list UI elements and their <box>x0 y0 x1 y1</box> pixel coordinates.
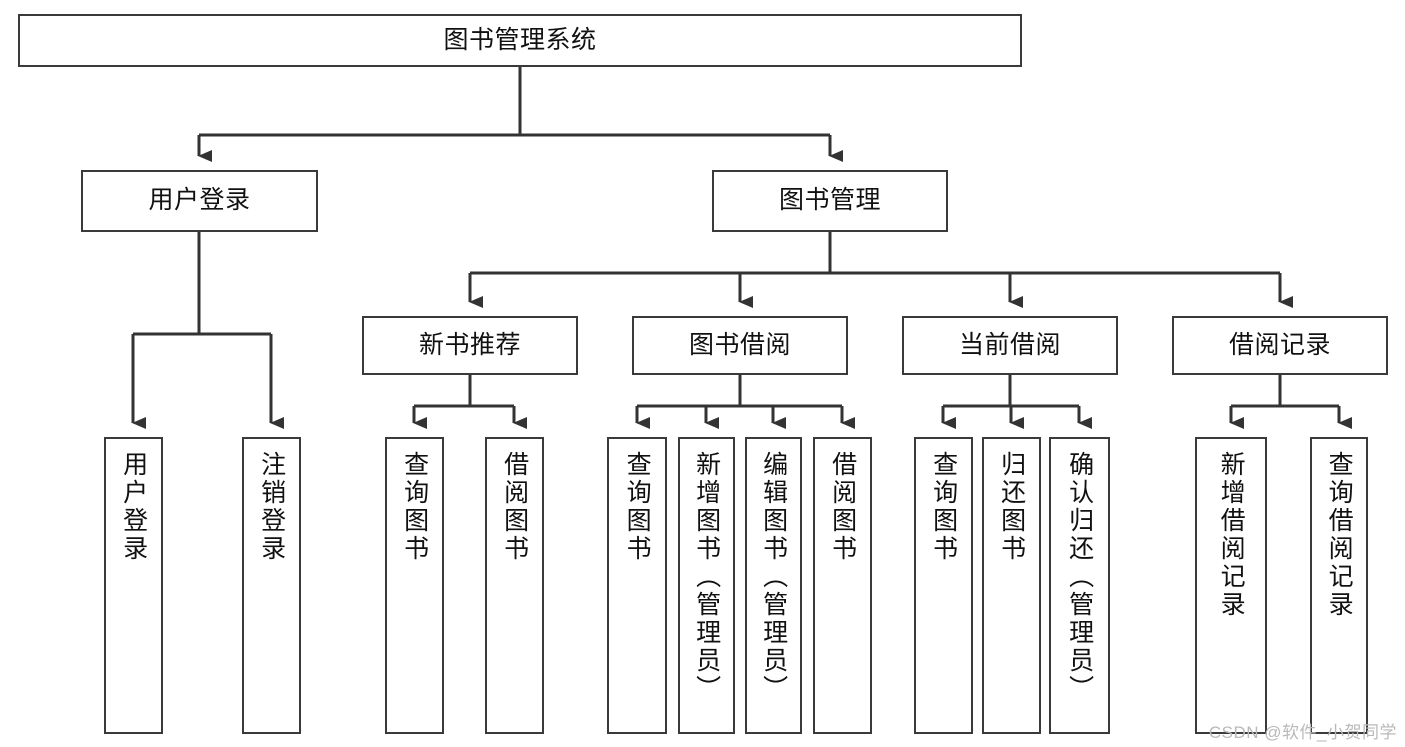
leaf-current-borrow-return[interactable]: 归还图书 <box>982 437 1041 734</box>
leaf-user-login-login[interactable]: 用户登录 <box>104 437 163 734</box>
node-label: 归还图书 <box>997 451 1026 563</box>
node-label: 新增借阅记录 <box>1217 451 1246 619</box>
node-label: 借阅记录 <box>1228 330 1331 359</box>
node-label: 查询图书 <box>929 451 958 563</box>
node-label: 借阅图书 <box>828 451 857 563</box>
leaf-new-book-query[interactable]: 查询图书 <box>385 437 444 734</box>
leaf-borrow-record-add[interactable]: 新增借阅记录 <box>1195 437 1267 734</box>
leaf-book-borrow-add-admin[interactable]: 新增图书（管理员） <box>678 437 735 734</box>
node-new-book-recommend[interactable]: 新书推荐 <box>362 316 578 375</box>
node-label: 查询图书 <box>623 451 652 563</box>
node-user-login[interactable]: 用户登录 <box>81 170 318 232</box>
node-borrow-record[interactable]: 借阅记录 <box>1172 316 1388 375</box>
leaf-new-book-borrow[interactable]: 借阅图书 <box>485 437 544 734</box>
leaf-book-borrow-query[interactable]: 查询图书 <box>607 437 667 734</box>
node-label: 图书管理系统 <box>443 25 597 54</box>
node-label: 用户登录 <box>148 186 251 215</box>
node-label: 新增图书（管理员） <box>692 451 721 703</box>
node-label: 图书管理 <box>778 186 881 215</box>
node-label: 用户登录 <box>119 451 148 563</box>
node-label: 图书借阅 <box>688 330 791 359</box>
node-label: 新书推荐 <box>418 330 521 359</box>
node-book-borrow[interactable]: 图书借阅 <box>632 316 848 375</box>
leaf-borrow-record-query[interactable]: 查询借阅记录 <box>1310 437 1368 734</box>
node-label: 借阅图书 <box>500 451 529 563</box>
node-label: 编辑图书（管理员） <box>759 451 788 703</box>
node-root-book-management-system[interactable]: 图书管理系统 <box>18 14 1022 67</box>
leaf-current-borrow-query[interactable]: 查询图书 <box>914 437 973 734</box>
node-book-management[interactable]: 图书管理 <box>712 170 948 232</box>
csdn-watermark: CSDN @软件_小贺同学 <box>1208 723 1397 742</box>
node-current-borrow[interactable]: 当前借阅 <box>902 316 1118 375</box>
leaf-book-borrow-borrow[interactable]: 借阅图书 <box>813 437 872 734</box>
leaf-current-borrow-confirm-return-admin[interactable]: 确认归还（管理员） <box>1049 437 1110 734</box>
node-label: 查询图书 <box>400 451 429 563</box>
node-label: 注销登录 <box>257 451 286 563</box>
node-label: 查询借阅记录 <box>1325 451 1354 619</box>
node-label: 当前借阅 <box>958 330 1061 359</box>
leaf-book-borrow-edit-admin[interactable]: 编辑图书（管理员） <box>745 437 802 734</box>
node-label: 确认归还（管理员） <box>1065 451 1094 703</box>
leaf-user-login-logout[interactable]: 注销登录 <box>242 437 301 734</box>
